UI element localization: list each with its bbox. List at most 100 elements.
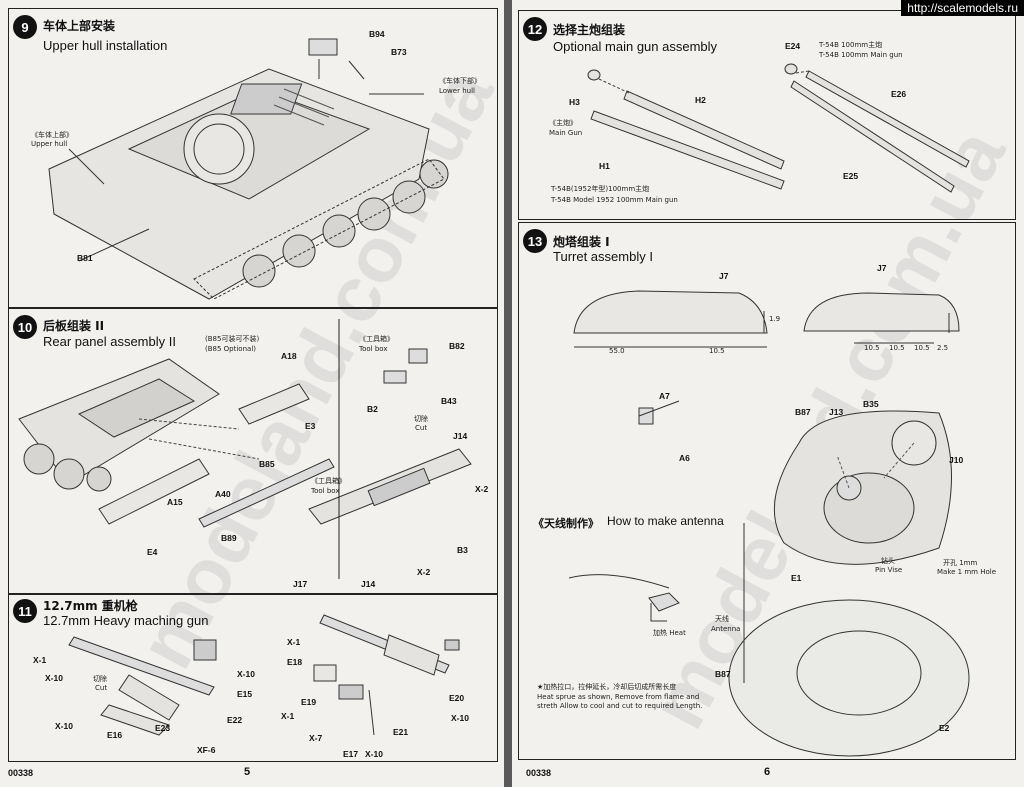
hole-label-zh: 开孔 1mm xyxy=(943,559,978,567)
variant-standard-en: T-54B 100mm Main gun xyxy=(819,51,903,59)
main-gun-label-en: Main Gun xyxy=(549,129,583,137)
upper-hull-label-zh: 《车体上部》 xyxy=(31,131,73,139)
part-label: E25 xyxy=(843,171,859,181)
part-label: E15 xyxy=(237,689,253,699)
part-label: H1 xyxy=(599,161,610,171)
step-title-zh: 炮塔组装 I xyxy=(553,235,610,249)
dimension-label: 10.5 xyxy=(709,347,725,355)
step-number: 10 xyxy=(13,315,37,339)
part-label: E20 xyxy=(449,693,465,703)
part-label: B81 xyxy=(77,253,93,263)
site-banner: http://scalemodels.ru xyxy=(901,0,1024,16)
antenna-label-en: Antenna xyxy=(711,625,741,633)
part-label: B85 xyxy=(259,459,275,469)
variant-1952-zh: T-54B(1952年型)100mm主炮 xyxy=(551,185,650,193)
part-label: X-2 xyxy=(417,567,431,577)
part-label: J17 xyxy=(293,579,308,589)
part-label: E18 xyxy=(287,657,303,667)
antenna-title-en: How to make antenna xyxy=(607,514,724,528)
part-label: J13 xyxy=(829,407,844,417)
antenna-label-zh: 天线 xyxy=(715,615,729,623)
part-label: E17 xyxy=(343,749,359,759)
part-label: A40 xyxy=(215,489,231,499)
part-label: X-10 xyxy=(237,669,255,679)
part-label: B35 xyxy=(863,399,879,409)
hole-label-en: Make 1 mm Hole xyxy=(937,568,997,576)
part-label: E26 xyxy=(891,89,907,99)
part-label: E1 xyxy=(791,573,802,583)
part-label: X-1 xyxy=(281,711,295,721)
step-number: 9 xyxy=(13,15,37,39)
part-label: B87 xyxy=(795,407,811,417)
step-11-panel: 11 12.7mm 重机枪 12.7mm Heavy maching gun 切… xyxy=(8,594,498,762)
product-code: 00338 xyxy=(8,768,34,778)
step-title-en: Optional main gun assembly xyxy=(553,39,718,54)
step-title-zh: 后板组装 II xyxy=(43,319,105,333)
part-label: X-2 xyxy=(475,484,489,494)
dimension-label: 10.5 xyxy=(889,344,905,352)
part-label: J14 xyxy=(453,431,468,441)
toolbox-label-en: Tool box xyxy=(359,345,388,353)
cut-label-en: Cut xyxy=(95,684,108,692)
step-title-zh: 车体上部安装 xyxy=(43,19,116,33)
step-number: 11 xyxy=(13,599,37,623)
part-label: E16 xyxy=(107,730,123,740)
optional-note-zh: (B85可装可不装) xyxy=(205,335,260,343)
part-label: B87 xyxy=(715,669,731,679)
part-label: X-7 xyxy=(309,733,323,743)
heat-label: 加热 Heat xyxy=(653,629,686,637)
part-label: B73 xyxy=(391,47,407,57)
part-label: J7 xyxy=(719,271,729,281)
upper-hull-label-en: Upper hull xyxy=(31,140,68,148)
part-label: E19 xyxy=(301,697,317,707)
part-label: B82 xyxy=(449,341,465,351)
part-label: H3 xyxy=(569,97,580,107)
main-gun-label-zh: 《主炮》 xyxy=(549,119,577,127)
part-label: X-10 xyxy=(55,721,73,731)
part-label: E22 xyxy=(227,715,243,725)
part-label: H2 xyxy=(695,95,706,105)
part-label: X-1 xyxy=(287,637,301,647)
toolbox-label-zh: 《工具箱》 xyxy=(311,477,346,485)
instruction-page-left: modeland.com.ua 9 车体上部安装 Upper hull inst… xyxy=(0,0,504,787)
step-title-zh: 选择主炮组装 xyxy=(553,23,626,37)
machine-gun-illustration xyxy=(68,614,460,736)
dimension-label: 2.5 xyxy=(937,344,949,352)
part-label: E3 xyxy=(305,421,316,431)
antenna-note-en: Heat sprue as shown, Remove from flame a… xyxy=(537,693,700,701)
pin-vise-label-en: Pin Vise xyxy=(875,566,903,574)
dimension-label: 55.0 xyxy=(609,347,625,355)
part-label: X-10 xyxy=(45,673,63,683)
part-label: J10 xyxy=(949,455,964,465)
part-label: E24 xyxy=(785,41,801,51)
part-label: B89 xyxy=(221,533,237,543)
lower-hull-label-en: Lower hull xyxy=(439,87,475,95)
lower-hull-label-zh: 《车体下部》 xyxy=(439,77,481,85)
part-label: E23 xyxy=(155,723,171,733)
variant-standard-zh: T-54B 100mm主炮 xyxy=(819,41,883,49)
step-title-en: Upper hull installation xyxy=(43,38,168,53)
part-label: A6 xyxy=(679,453,690,463)
main-gun-illustration xyxy=(587,63,970,193)
dimension-label: 10.5 xyxy=(864,344,880,352)
step-title-zh: 12.7mm 重机枪 xyxy=(43,599,138,613)
variant-1952-en: T-54B Model 1952 100mm Main gun xyxy=(551,196,678,204)
antenna-note-en: streth Allow to cool and cut to required… xyxy=(537,702,703,710)
cut-label-zh: 切除 xyxy=(414,415,428,423)
step-title-en: 12.7mm Heavy maching gun xyxy=(43,613,209,628)
part-label: J14 xyxy=(361,579,376,589)
dimension-label: 1.9 xyxy=(769,315,781,323)
page-number: 6 xyxy=(764,766,771,778)
cut-label-en: Cut xyxy=(415,424,428,432)
part-label: B94 xyxy=(369,29,385,39)
step-title-en: Rear panel assembly II xyxy=(43,334,176,349)
part-label: E2 xyxy=(939,723,950,733)
optional-note-en: (B85 Optional) xyxy=(205,345,256,353)
part-label: B3 xyxy=(457,545,468,555)
part-label: B2 xyxy=(367,404,378,414)
part-label: X-1 xyxy=(33,655,47,665)
step-number: 13 xyxy=(523,229,547,253)
step-13-panel: 13 炮塔组装 I Turret assembly I xyxy=(518,222,1016,760)
dimension-label: 10.5 xyxy=(914,344,930,352)
part-label: X-10 xyxy=(451,713,469,723)
